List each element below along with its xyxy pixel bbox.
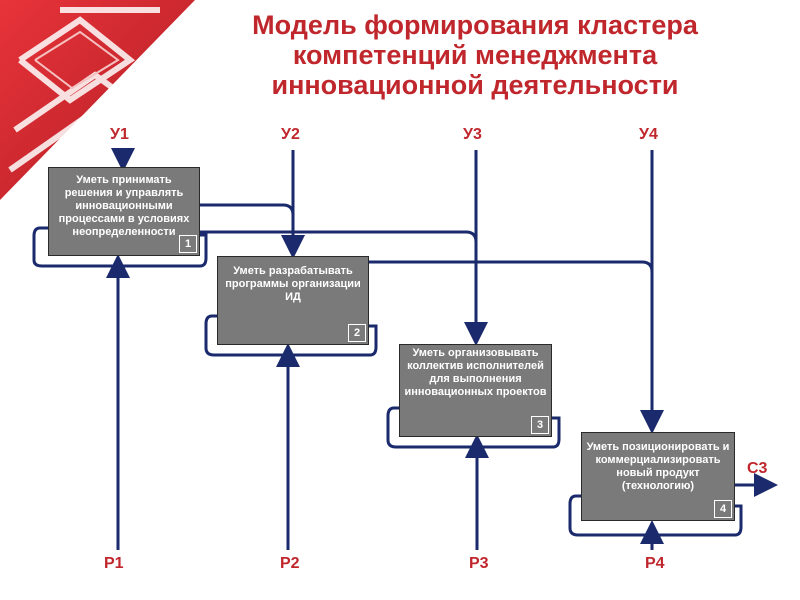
loop-box1 (32, 226, 208, 268)
label-r2: Р2 (280, 555, 300, 572)
box-2: Уметь разрабатывать программы организаци… (217, 256, 369, 345)
page-title: Модель формирования кластера компетенций… (150, 10, 800, 100)
flow-box2-to-box4 (368, 260, 654, 273)
label-u4: У4 (639, 126, 658, 143)
label-u2: У2 (281, 126, 300, 143)
box-4: Уметь позиционировать и коммерциализиров… (581, 432, 735, 521)
box-4-text: Уметь позиционировать и коммерциализиров… (586, 441, 730, 492)
loop-box2 (204, 314, 378, 357)
label-r1: Р1 (104, 555, 124, 572)
label-c3: С3 (747, 460, 768, 477)
label-r3: Р3 (469, 555, 489, 572)
box-1-text: Уметь принимать решения и управлять инно… (58, 174, 190, 238)
title-line-1: Модель формирования кластера (252, 10, 698, 40)
flow-box1-to-box3 (200, 230, 478, 243)
loop-box3 (386, 406, 561, 449)
title-line-3: инновационной деятельности (271, 70, 679, 100)
label-r4: Р4 (645, 555, 665, 572)
box-4-number: 4 (714, 500, 732, 518)
box-1: Уметь принимать решения и управлять инно… (48, 167, 200, 256)
label-u1: У1 (110, 126, 129, 143)
title-line-2: компетенций менеджмента (292, 40, 658, 70)
flow-box1-to-box2 (200, 203, 295, 216)
box-2-text: Уметь разрабатывать программы организаци… (225, 265, 361, 303)
box-1-number: 1 (179, 235, 197, 253)
box-2-number: 2 (348, 324, 366, 342)
box-3: Уметь организовывать коллектив исполните… (399, 344, 552, 437)
box-3-number: 3 (531, 416, 549, 434)
loop-box4 (568, 494, 743, 537)
box-3-text: Уметь организовывать коллектив исполните… (404, 347, 547, 398)
label-u3: У3 (463, 126, 482, 143)
